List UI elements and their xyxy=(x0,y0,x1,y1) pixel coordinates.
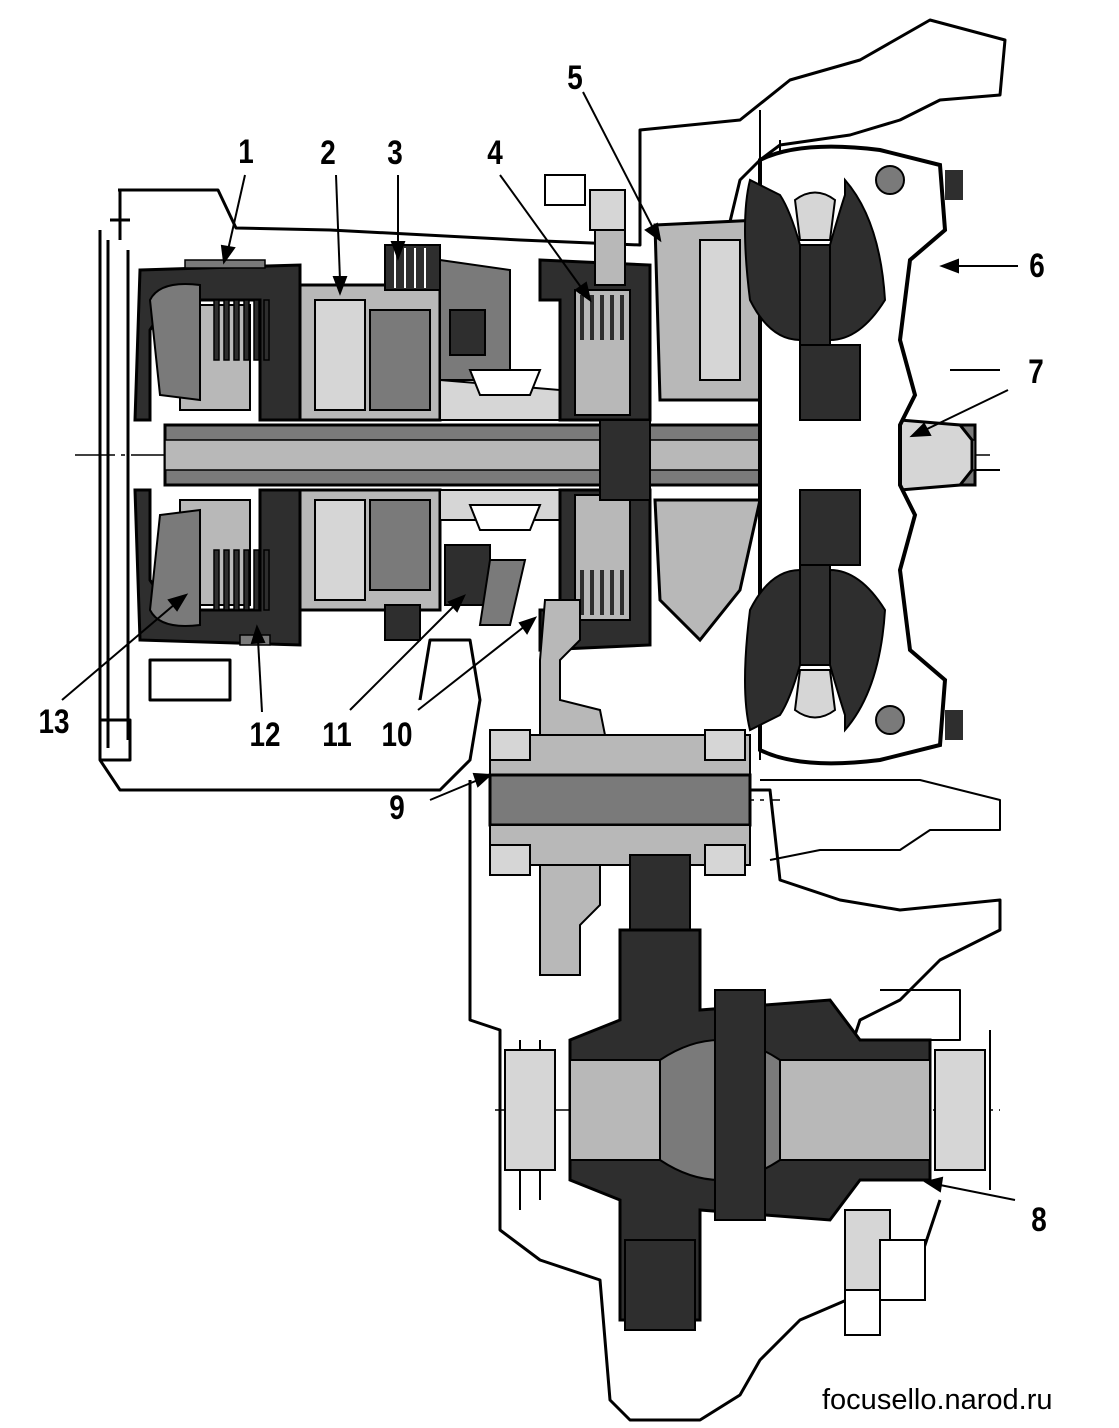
callout-2: 2 xyxy=(320,134,336,172)
brake-band-assembly xyxy=(384,244,527,641)
callout-5: 5 xyxy=(567,59,583,97)
speed-sensor xyxy=(544,174,626,286)
callout-8: 8 xyxy=(1031,1201,1047,1239)
planetary-gearset xyxy=(298,283,442,612)
callout-13: 13 xyxy=(38,703,70,741)
oil-pump xyxy=(599,218,762,643)
callout-6: 6 xyxy=(1029,247,1045,285)
left-clutch-assembly xyxy=(133,259,302,647)
callout-1: 1 xyxy=(238,133,254,171)
callout-11: 11 xyxy=(322,716,352,754)
countershaft xyxy=(488,599,752,976)
callout-4: 4 xyxy=(487,134,503,172)
callout-9: 9 xyxy=(389,789,405,827)
differential xyxy=(504,928,986,1336)
right-clutch-assembly xyxy=(538,258,652,652)
torque-converter xyxy=(744,144,963,766)
callout-3: 3 xyxy=(387,134,403,172)
callout-7: 7 xyxy=(1028,353,1044,391)
callout-10: 10 xyxy=(381,716,413,754)
leader-lines xyxy=(61,91,1018,1201)
watermark-text: focusello.narod.ru xyxy=(822,1384,1053,1416)
callout-12: 12 xyxy=(249,716,281,754)
